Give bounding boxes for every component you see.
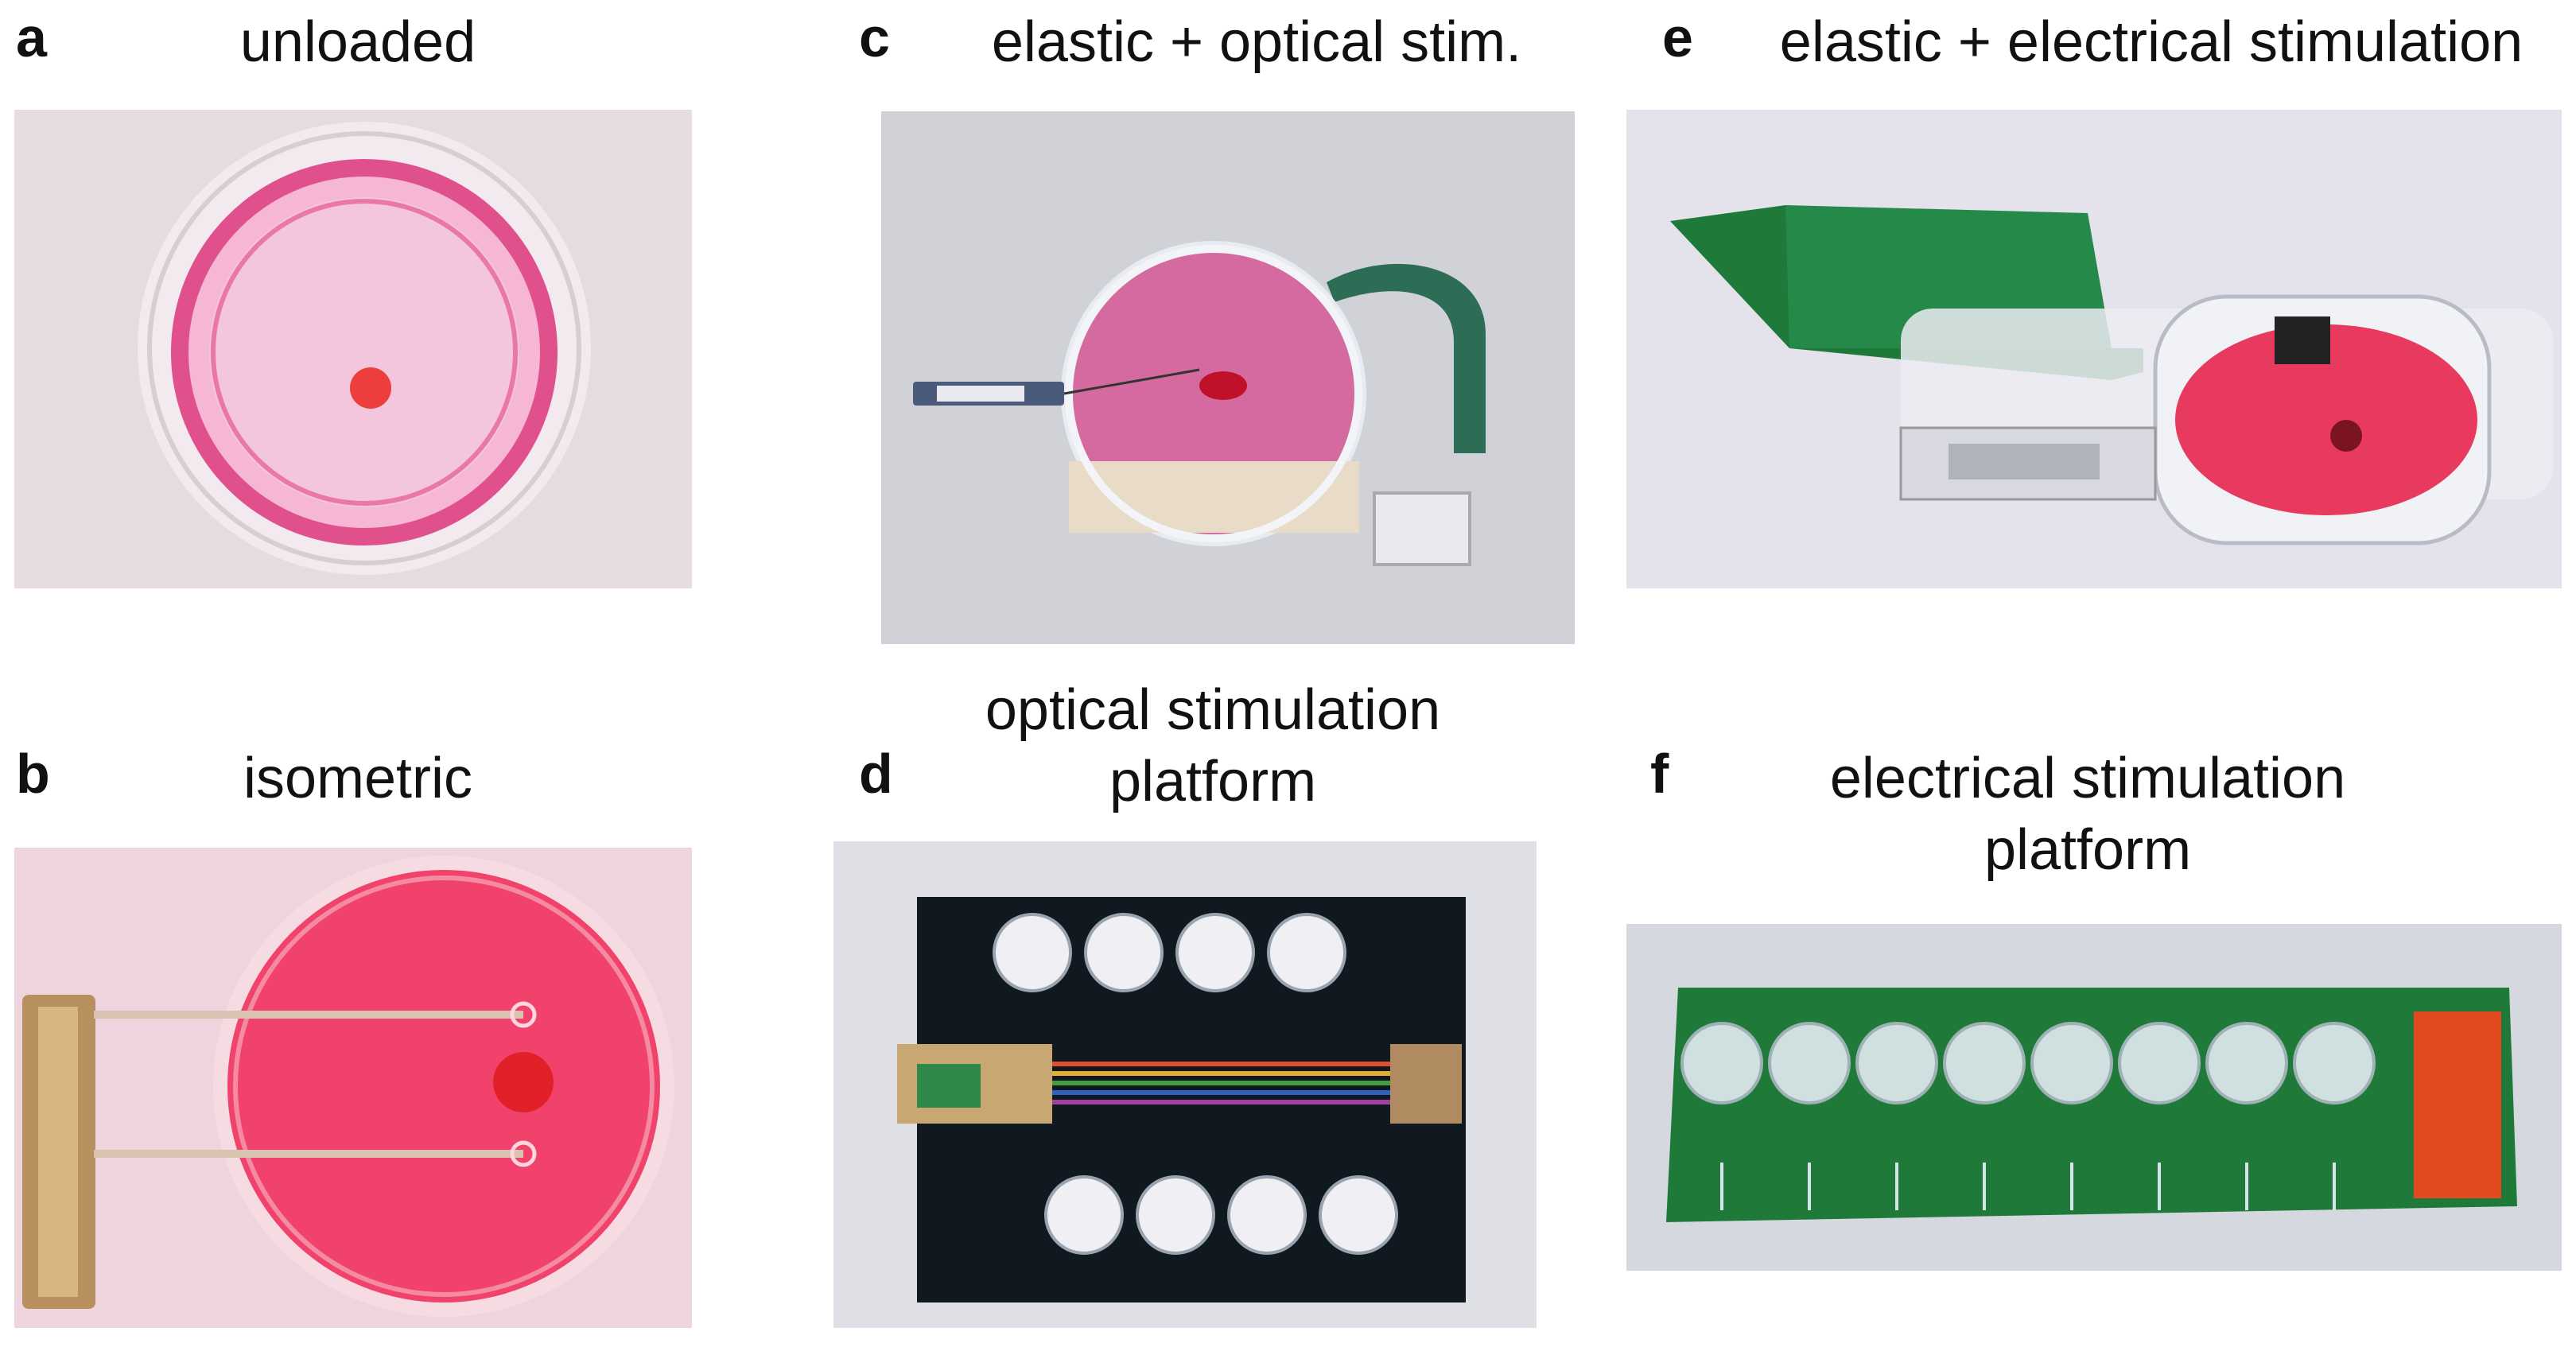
panel-title-e: elastic + electrical stimulation [1779, 10, 2524, 74]
panel-title-b: isometric [243, 747, 473, 810]
panel-title-f-line1: electrical stimulation [1829, 747, 2346, 810]
photo-isometric [14, 848, 692, 1328]
panel-letter-f: f [1650, 743, 1669, 805]
photo-electrical-platform [1626, 924, 2562, 1271]
panel-letter-e: e [1662, 6, 1693, 68]
photo-unloaded [14, 110, 692, 588]
panel-title-a: unloaded [239, 10, 476, 74]
photo-optical-platform [833, 841, 1537, 1328]
panel-title-d-line2: platform [1109, 750, 1317, 813]
panel-letter-c: c [859, 6, 890, 68]
panel-title-d-line1: optical stimulation [985, 678, 1441, 742]
photo-elastic-optical [881, 111, 1575, 644]
panel-title-c: elastic + optical stim. [991, 10, 1522, 74]
panel-letter-a: a [16, 6, 47, 68]
panel-letter-b: b [16, 743, 50, 805]
photo-elastic-electrical [1626, 110, 2562, 588]
panel-letter-d: d [859, 743, 893, 805]
panel-title-f-line2: platform [1983, 818, 2192, 882]
